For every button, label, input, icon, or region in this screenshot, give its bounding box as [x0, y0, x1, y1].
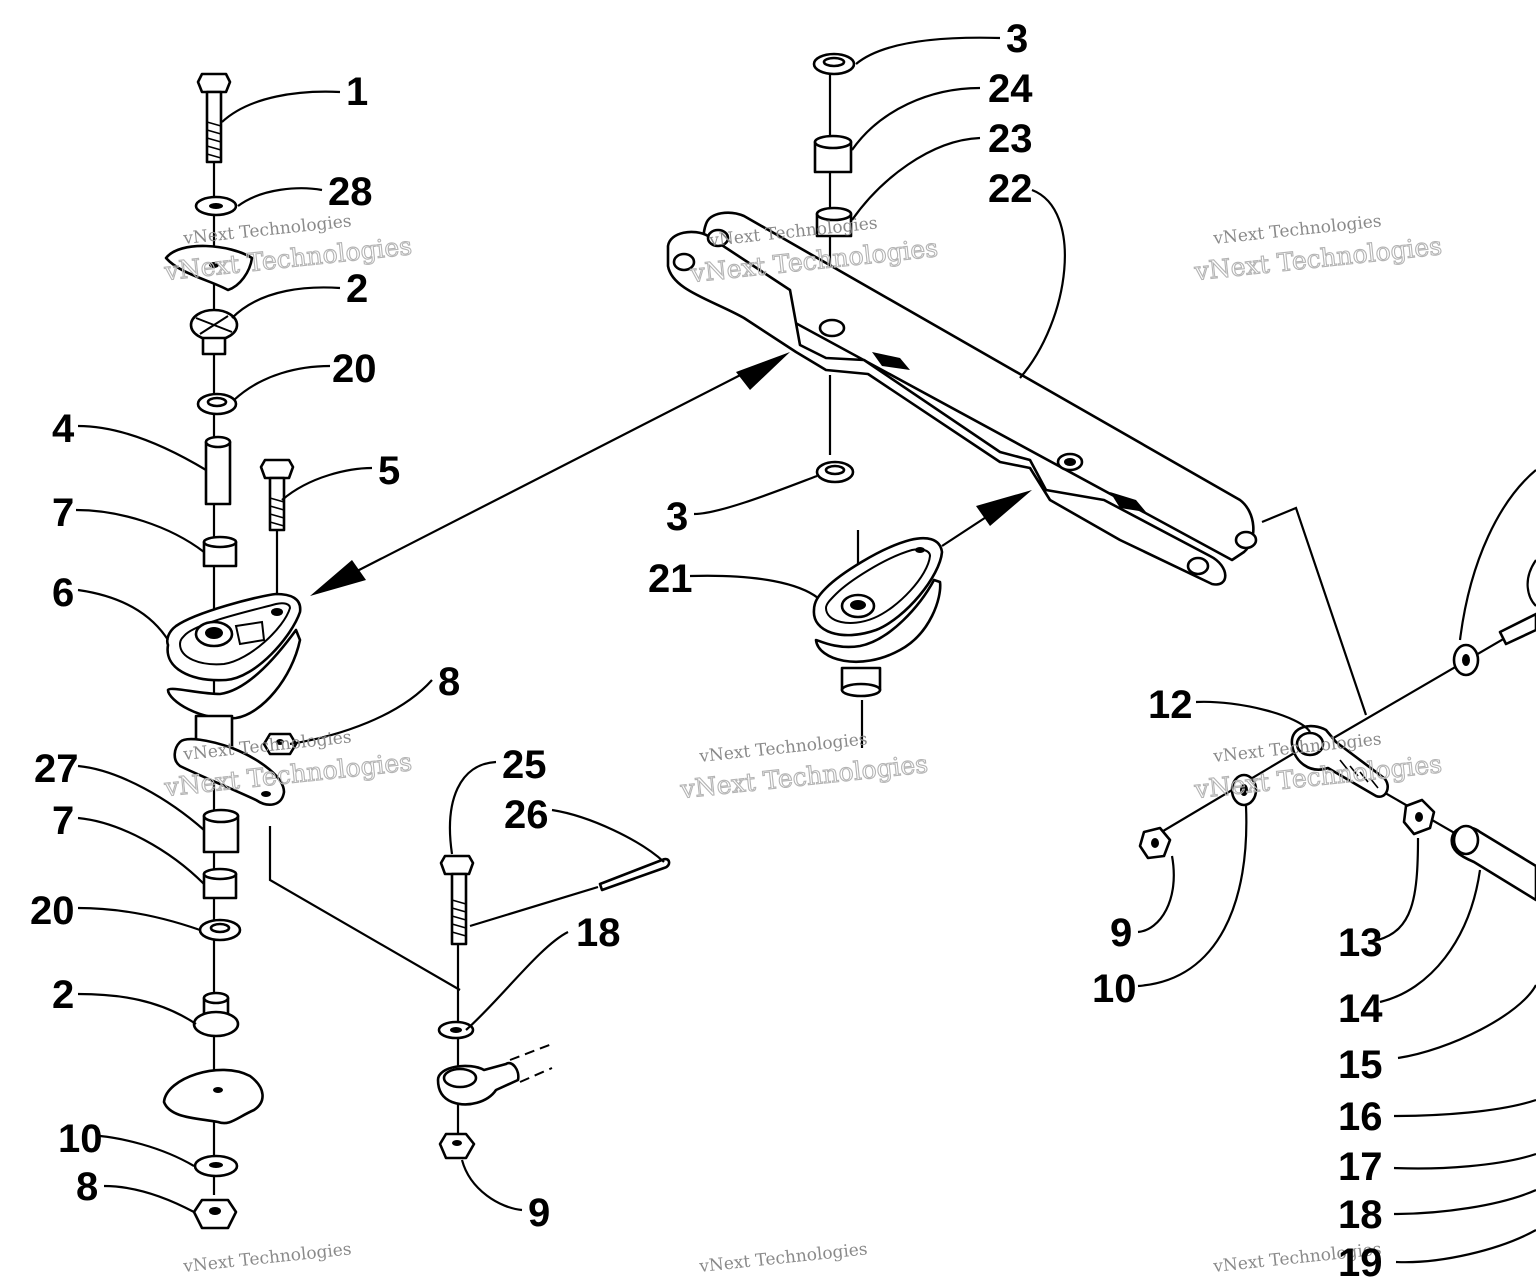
- part-washer-28: [194, 195, 238, 217]
- part-sleeve-4: [204, 435, 232, 506]
- part-washer-10-left: [193, 1154, 239, 1178]
- callout-3-upper: 3: [1006, 17, 1028, 61]
- part-washer-18-left: [437, 1020, 475, 1040]
- watermark-bottom-left: vNext Technologies: [181, 1239, 352, 1277]
- part-stud-right-top: [1498, 612, 1536, 646]
- callout-28: 28: [328, 170, 373, 214]
- callout-13: 13: [1338, 921, 1383, 965]
- callout-numbers: 1 28 2 20 4 5 7 6 8 27 7 20 2 10 8 25 26…: [30, 17, 1383, 1280]
- callout-19: 19: [1338, 1241, 1383, 1280]
- callout-1: 1: [346, 70, 368, 114]
- part-washer-3-lower: [815, 460, 855, 484]
- part-bushing-2-upper: [189, 308, 239, 356]
- callout-20-lower: 20: [30, 889, 75, 933]
- part-bolt-5: [259, 458, 295, 532]
- callout-7-upper: 7: [52, 491, 74, 535]
- connector-line-bracket-to-tierod: [268, 826, 461, 991]
- part-washer-20-lower: [198, 918, 242, 942]
- part-sleeve-14: [1450, 824, 1536, 902]
- part-nut-8-upper: [262, 732, 298, 756]
- callout-9-left: 9: [528, 1191, 550, 1235]
- part-pivot-arm-21: [812, 530, 944, 748]
- part-spacer-7-upper: [202, 535, 238, 568]
- callout-27: 27: [34, 747, 79, 791]
- callout-12: 12: [1148, 683, 1193, 727]
- callout-20-upper: 20: [332, 347, 377, 391]
- arrow-line-arm6-to-arm22: [319, 364, 761, 591]
- part-pivot-arm-6: [165, 592, 302, 720]
- callout-26: 26: [504, 793, 549, 837]
- callout-4: 4: [52, 407, 75, 451]
- part-nut-9-right: [1138, 826, 1172, 860]
- callout-18-right: 18: [1338, 1193, 1383, 1237]
- callout-18-left: 18: [576, 911, 621, 955]
- center-arm-assembly: [666, 52, 1258, 748]
- part-bushing-2-lower: [192, 991, 240, 1038]
- callout-7-lower: 7: [52, 799, 74, 843]
- svg-text:vNext Technologies: vNext Technologies: [697, 1239, 868, 1277]
- part-cotter-pin-26: [598, 857, 671, 892]
- watermark-mid-center: vNext Technologies vNext Technologies: [678, 729, 930, 804]
- callout-10-left: 10: [58, 1117, 103, 1161]
- part-bushing-23: [815, 206, 853, 238]
- callout-17: 17: [1338, 1145, 1383, 1189]
- part-washer-3-upper: [812, 52, 856, 76]
- arrow-head-arm21-to-arm22: [976, 490, 1032, 526]
- part-upper-plate: [164, 244, 254, 292]
- part-nut-9-left: [438, 1132, 476, 1160]
- arrow-head-to-arm22: [736, 352, 790, 390]
- tie-rod-end-assembly: [436, 854, 671, 1160]
- part-bushing-24: [813, 134, 853, 174]
- watermark-top-left: vNext Technologies vNext Technologies: [162, 211, 414, 286]
- assembly-arrows: [310, 352, 1032, 596]
- part-lower-plate: [162, 1068, 264, 1125]
- callout-2-upper: 2: [346, 267, 368, 311]
- callout-8-upper: 8: [438, 660, 460, 704]
- part-tie-rod-end-left: [436, 1043, 553, 1106]
- callout-3-lower: 3: [666, 495, 688, 539]
- arrow-head-to-arm6: [310, 560, 366, 596]
- callout-14: 14: [1338, 987, 1383, 1031]
- part-bolt-1: [196, 72, 232, 164]
- callout-5: 5: [378, 449, 400, 493]
- part-bolt-25: [439, 854, 475, 946]
- callout-9-right: 9: [1110, 911, 1132, 955]
- part-washer-right-top: [1452, 643, 1480, 677]
- part-nut-13: [1402, 798, 1436, 836]
- part-steering-arm-22: [666, 211, 1258, 586]
- callout-16: 16: [1338, 1095, 1383, 1139]
- callout-22: 22: [988, 167, 1033, 211]
- part-spacer-27: [202, 808, 240, 854]
- part-washer-20-upper: [196, 392, 238, 416]
- callout-2-lower: 2: [52, 973, 74, 1017]
- watermark-mid-right: vNext Technologies vNext Technologies: [1192, 729, 1444, 804]
- watermark-top-right: vNext Technologies vNext Technologies: [1192, 211, 1444, 286]
- callout-10-right: 10: [1092, 967, 1137, 1011]
- watermark-bottom-center: vNext Technologies: [697, 1239, 868, 1277]
- callout-25: 25: [502, 743, 547, 787]
- part-spacer-7-lower: [202, 867, 238, 900]
- part-washer-10-right: [1230, 773, 1258, 807]
- callout-24: 24: [988, 67, 1033, 111]
- left-pivot-assembly: [162, 72, 302, 1230]
- callout-15: 15: [1338, 1043, 1383, 1087]
- connector-line-arm22-to-tierod: [1261, 506, 1368, 716]
- leader-right-top: [1458, 469, 1536, 641]
- callout-8-lower: 8: [76, 1165, 98, 1209]
- callout-23: 23: [988, 117, 1033, 161]
- part-bracket-27: [173, 737, 286, 806]
- callout-leader-lines: [75, 36, 1536, 1264]
- leader-15: [1397, 984, 1536, 1060]
- callout-6: 6: [52, 571, 74, 615]
- part-nut-8-lower: [192, 1198, 238, 1230]
- svg-text:vNext Technologies: vNext Technologies: [181, 1239, 352, 1277]
- callout-21: 21: [648, 557, 693, 601]
